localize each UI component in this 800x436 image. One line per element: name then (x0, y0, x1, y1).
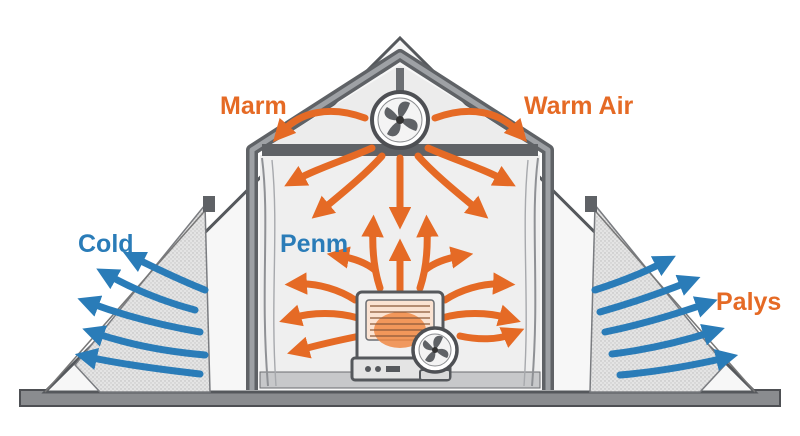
cold-air-arrows-left (74, 251, 209, 378)
warm-air-arrows-top (273, 108, 527, 230)
center-air-label: Penm (280, 230, 349, 258)
cold-air-label-left: Cold (78, 230, 134, 258)
warm-air-label-left: Marm (220, 92, 287, 120)
desk-fan-icon (411, 326, 459, 381)
warm-air-label-right: Warm Air (524, 92, 634, 120)
right-air-label: Palys (716, 288, 782, 316)
warm-air-arrows-heater (279, 214, 525, 359)
ceiling-fan-icon (370, 90, 430, 150)
cold-air-arrows-right (591, 255, 739, 379)
